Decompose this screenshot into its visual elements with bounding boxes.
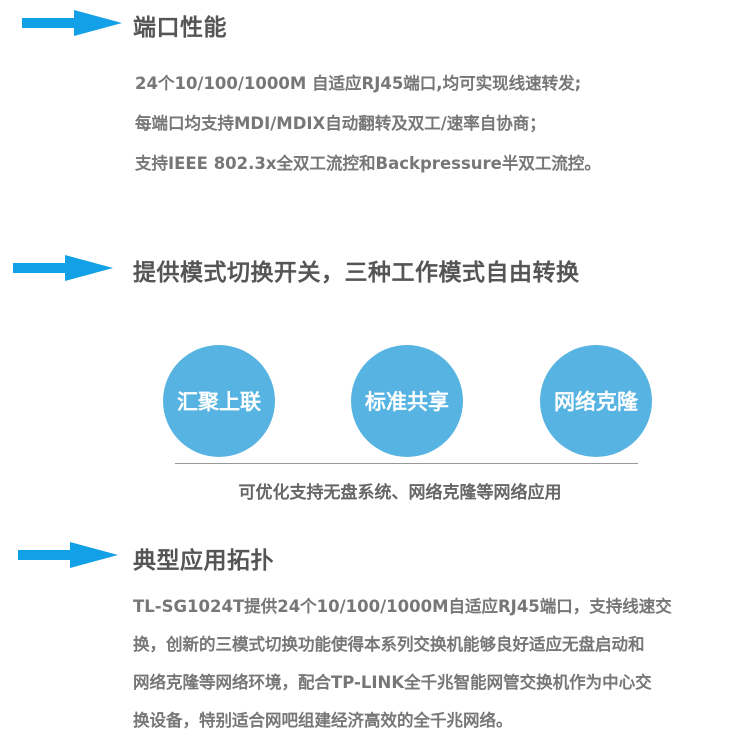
mode-caption: 可优化支持无盘系统、网络克隆等网络应用 [238,483,562,503]
text-line: 24个10/100/1000M 自适应RJ45端口,均可实现线速转发; [135,74,582,93]
mode-circle-standard: 标准共享 [351,345,463,457]
port-performance-text: 24个10/100/1000M 自适应RJ45端口,均可实现线速转发; 每端口均… [135,64,601,184]
text-line: 换设备，特别适合网吧组建经济高效的全千兆网络。 [133,711,513,730]
section-title-topology: 典型应用拓扑 [133,548,274,574]
mode-circle-clone: 网络克隆 [540,345,652,457]
topology-text: TL-SG1024T提供24个10/100/1000M自适应RJ45端口，支持线… [133,588,672,740]
text-line: 换，创新的三模式切换功能使得本系列交换机能够良好适应无盘启动和 [133,635,645,654]
arrow-right-icon [22,10,122,36]
arrow-right-icon [18,542,118,568]
text-line: 网络克隆等网络环境，配合TP-LINK全千兆智能网管交换机作为中心交 [133,673,652,692]
section-title-port-performance: 端口性能 [133,15,227,41]
divider [175,463,638,464]
text-line: 每端口均支持MDI/MDIX自动翻转及双工/速率自协商； [135,114,546,133]
text-line: 支持IEEE 802.3x全双工流控和Backpressure半双工流控。 [135,154,601,173]
arrow-right-icon [13,255,113,281]
text-line: TL-SG1024T提供24个10/100/1000M自适应RJ45端口，支持线… [133,597,672,616]
section-title-mode-switch: 提供模式切换开关，三种工作模式自由转换 [133,260,580,286]
mode-circle-uplink: 汇聚上联 [163,345,275,457]
